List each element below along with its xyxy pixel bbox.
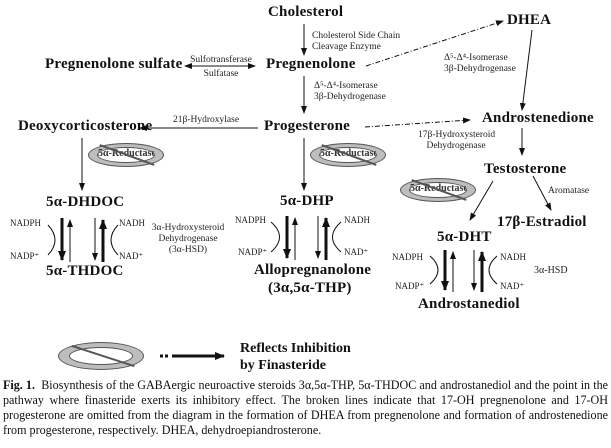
inhibition-symbol-dhdoc: 5α-Reductase: [88, 143, 168, 169]
legend-line1: Reflects Inhibition: [240, 341, 351, 356]
legend-text: Reflects Inhibition by Finasteride: [240, 340, 351, 374]
arrow-progesterone-androstenedione: [364, 117, 471, 128]
cofactor-nadph: NADPH: [392, 252, 424, 262]
node-5a-dhp: 5α-DHP: [280, 193, 334, 209]
node-deoxycorticosterone: Deoxycorticosterone: [18, 118, 153, 134]
node-5a-dhdoc: 5α-DHDOC: [46, 194, 125, 210]
cofactor-nad: NAD⁺: [119, 251, 144, 261]
node-allopregnanolone-alias: (3α,5α-THP): [268, 280, 352, 296]
cofactor-nadp: NADP⁺: [238, 247, 268, 257]
cofactor-nad: NAD⁺: [344, 247, 369, 257]
enzyme-17b-hsd: 17β-Hydroxysteroid Dehydrogenase: [418, 130, 496, 152]
hsd3-line1: 3α-Hydroxysteroid: [151, 223, 225, 233]
legend-line2: by Finasteride: [240, 358, 326, 373]
enzyme-scc: Cholesterol Side Chain Cleavage Enzyme: [312, 31, 400, 53]
hsd-arrows-dhp-allopregnanolone: [270, 216, 342, 260]
node-5a-thdoc: 5α-THDOC: [46, 263, 124, 279]
cofactor-nadph: NADPH: [10, 218, 42, 228]
cofactor-nadh: NADH: [344, 215, 370, 225]
inhibition-symbol-dht: 5α-Reductase: [400, 178, 480, 204]
enzyme-sulfatase: Sulfatase: [203, 69, 239, 79]
enzyme-isomerase-pregnenolone: Δ⁵-Δ⁴-Isomerase 3β-Dehydrogenase: [314, 81, 386, 103]
cofactor-nadh: NADH: [500, 252, 526, 262]
node-cholesterol: Cholesterol: [268, 4, 344, 20]
node-progesterone: Progesterone: [264, 118, 350, 134]
enzyme-scc-line2: Cleavage Enzyme: [312, 42, 381, 52]
inhibition-symbol-dhp: 5α-Reductase: [310, 143, 390, 169]
enzyme-isomerase-dhea: Δ⁵-Δ⁴-Isomerase 3β-Dehydrogenase: [444, 53, 516, 75]
caption-text: Biosynthesis of the GABAergic neuroactiv…: [3, 378, 608, 437]
node-testosterone: Testosterone: [484, 161, 567, 177]
node-pregnenolone: Pregnenolone: [266, 56, 356, 72]
node-androstanediol: Androstanediol: [418, 296, 520, 312]
cofactor-nadp: NADP⁺: [395, 281, 425, 291]
cofactor-nadph: NADPH: [235, 215, 267, 225]
cofactor-nadh: NADH: [119, 218, 145, 228]
figure-caption: Fig. 1. Biosynthesis of the GABAergic ne…: [3, 378, 608, 438]
cofactor-nad: NAD⁺: [500, 281, 525, 291]
enzyme-scc-line1: Cholesterol Side Chain: [312, 31, 401, 41]
enzyme-21b-hydroxylase: 21β-Hydroxylase: [173, 115, 240, 125]
hsd17-line1: 17β-Hydroxysteroid: [418, 130, 496, 140]
node-pregnenolone-sulfate: Pregnenolone sulfate: [45, 56, 183, 72]
isomerase-line1: Δ⁵-Δ⁴-Isomerase: [314, 81, 378, 91]
enzyme-3a-hsd: 3α-Hydroxysteroid Dehydrogenase (3α-HSD): [146, 223, 230, 256]
arrow-dhea-androstenedione: [519, 29, 533, 111]
hsd-arrows-dhdoc-thdoc: [47, 218, 119, 262]
cofactor-nadp: NADP⁺: [10, 251, 40, 261]
arrow-testosterone-dht: [469, 180, 494, 221]
isomerase-line2: 3β-Dehydrogenase: [314, 92, 386, 102]
enzyme-aromatase: Aromatase: [548, 186, 590, 196]
node-dhea: DHEA: [507, 12, 552, 28]
isomerase-line1: Δ⁵-Δ⁴-Isomerase: [444, 53, 508, 63]
legend-inhibition-symbol: [58, 342, 148, 372]
enzyme-sulfotransferase: Sulfotransferase: [190, 55, 252, 65]
hsd3-line2: Dehydrogenase: [158, 234, 218, 244]
caption-label: Fig. 1.: [3, 378, 35, 392]
hsd3-line3: (3α-HSD): [168, 245, 208, 255]
isomerase-line2: 3β-Dehydrogenase: [444, 64, 516, 74]
node-5a-dht: 5α-DHT: [437, 229, 492, 245]
hsd17-line2: Dehydrogenase: [426, 141, 486, 151]
arrow-testosterone-estradiol: [532, 175, 552, 211]
enzyme-3a-hsd-short: 3α-HSD: [534, 265, 568, 276]
arrow-pregnenolone-dhea: [365, 20, 504, 67]
node-17b-estradiol: 17β-Estradiol: [497, 214, 587, 230]
node-androstenedione: Androstenedione: [482, 110, 594, 126]
hsd-arrows-dht-androstanediol: [429, 250, 498, 292]
node-allopregnanolone: Allopregnanolone: [254, 262, 372, 278]
